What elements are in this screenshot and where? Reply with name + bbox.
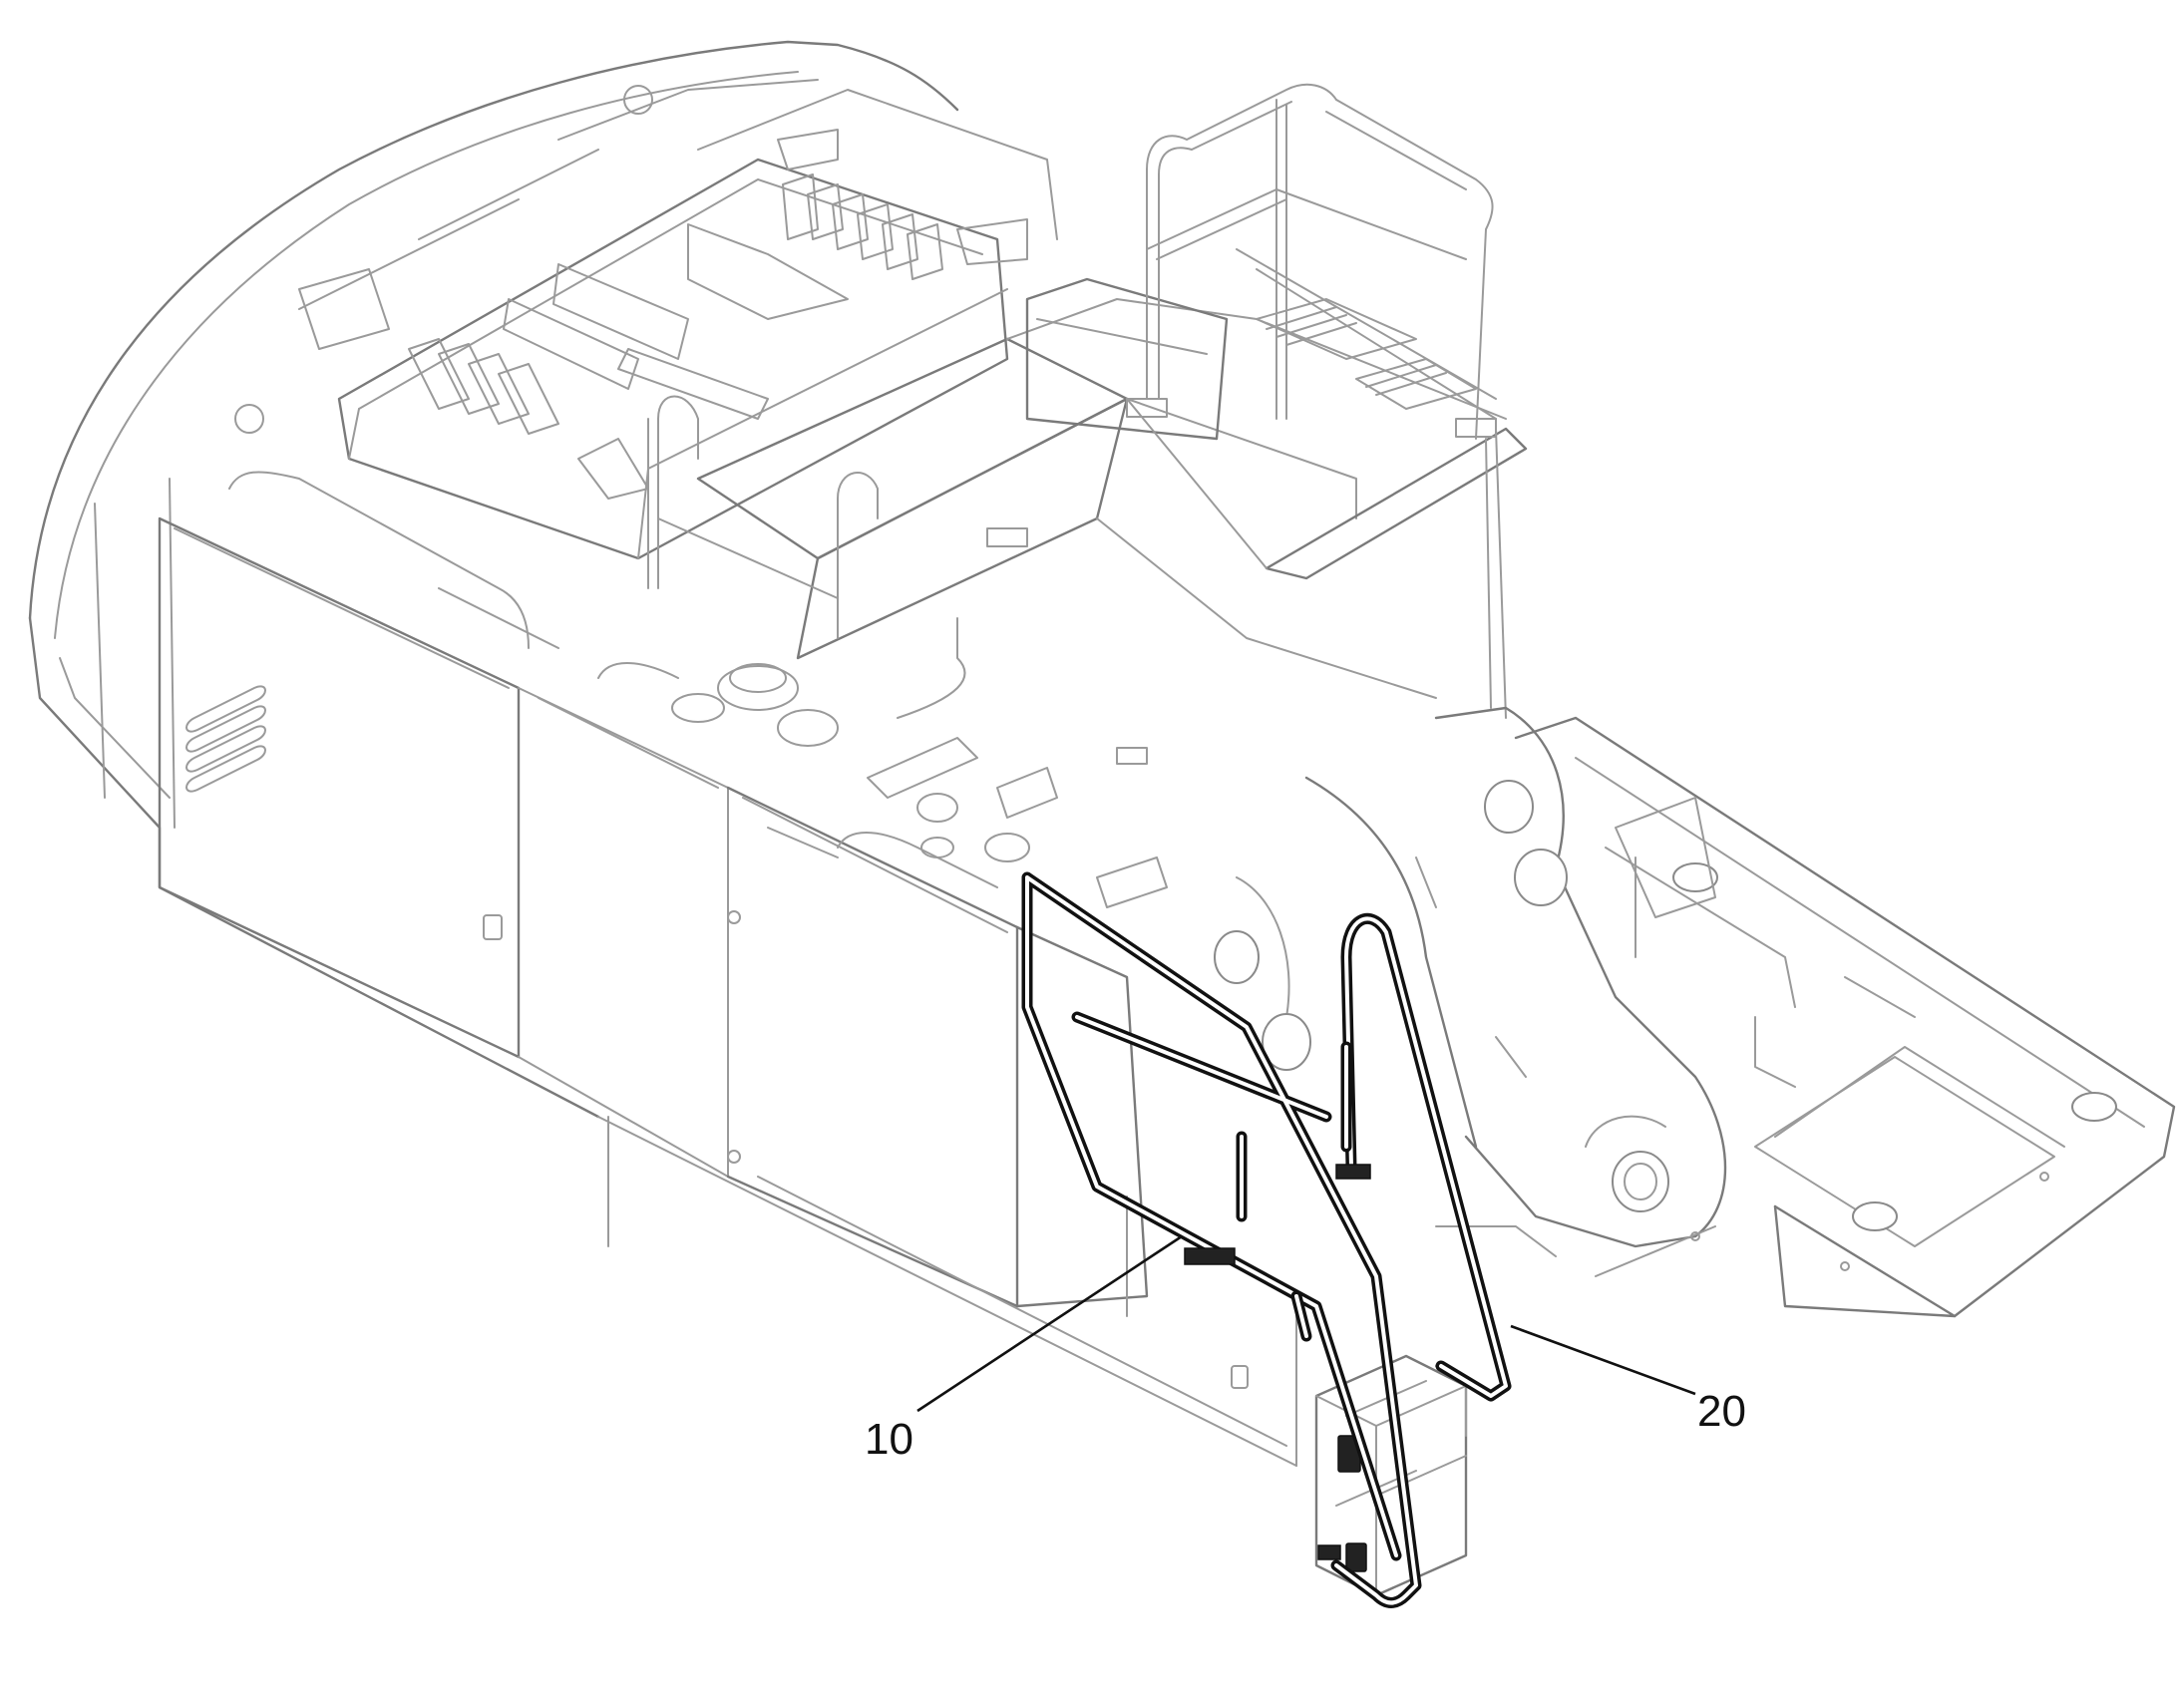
boom-foot	[1214, 706, 1727, 1277]
rail-base-plate	[1335, 1164, 1371, 1180]
bolt	[727, 1150, 741, 1164]
platform-railings	[647, 83, 1497, 719]
side-panels	[158, 471, 1297, 1467]
bolt	[727, 910, 741, 924]
callout-10: 10	[865, 1234, 1183, 1464]
handrail-10	[1021, 871, 1422, 1608]
callout-20: 20	[1510, 1324, 1746, 1436]
vent-grille	[185, 685, 266, 793]
callout-label-20: 20	[1697, 1387, 1746, 1436]
step-assembly	[1314, 1354, 1468, 1597]
rail-mount-plate	[1184, 1247, 1236, 1265]
leader-line-20	[1510, 1324, 1696, 1396]
leader-line-10	[916, 1234, 1183, 1413]
engine-hood	[234, 79, 1058, 560]
components	[671, 527, 1168, 908]
callout-label-10: 10	[865, 1415, 913, 1464]
rail-foot	[1317, 1544, 1341, 1560]
right-frame	[1514, 716, 2176, 1318]
decal	[1231, 1365, 1249, 1389]
step-bracket-lower	[1345, 1542, 1367, 1572]
handrail-20	[1335, 912, 1512, 1402]
decal	[483, 914, 503, 940]
counterweight	[28, 40, 959, 1119]
walkway-platform	[696, 248, 1528, 719]
